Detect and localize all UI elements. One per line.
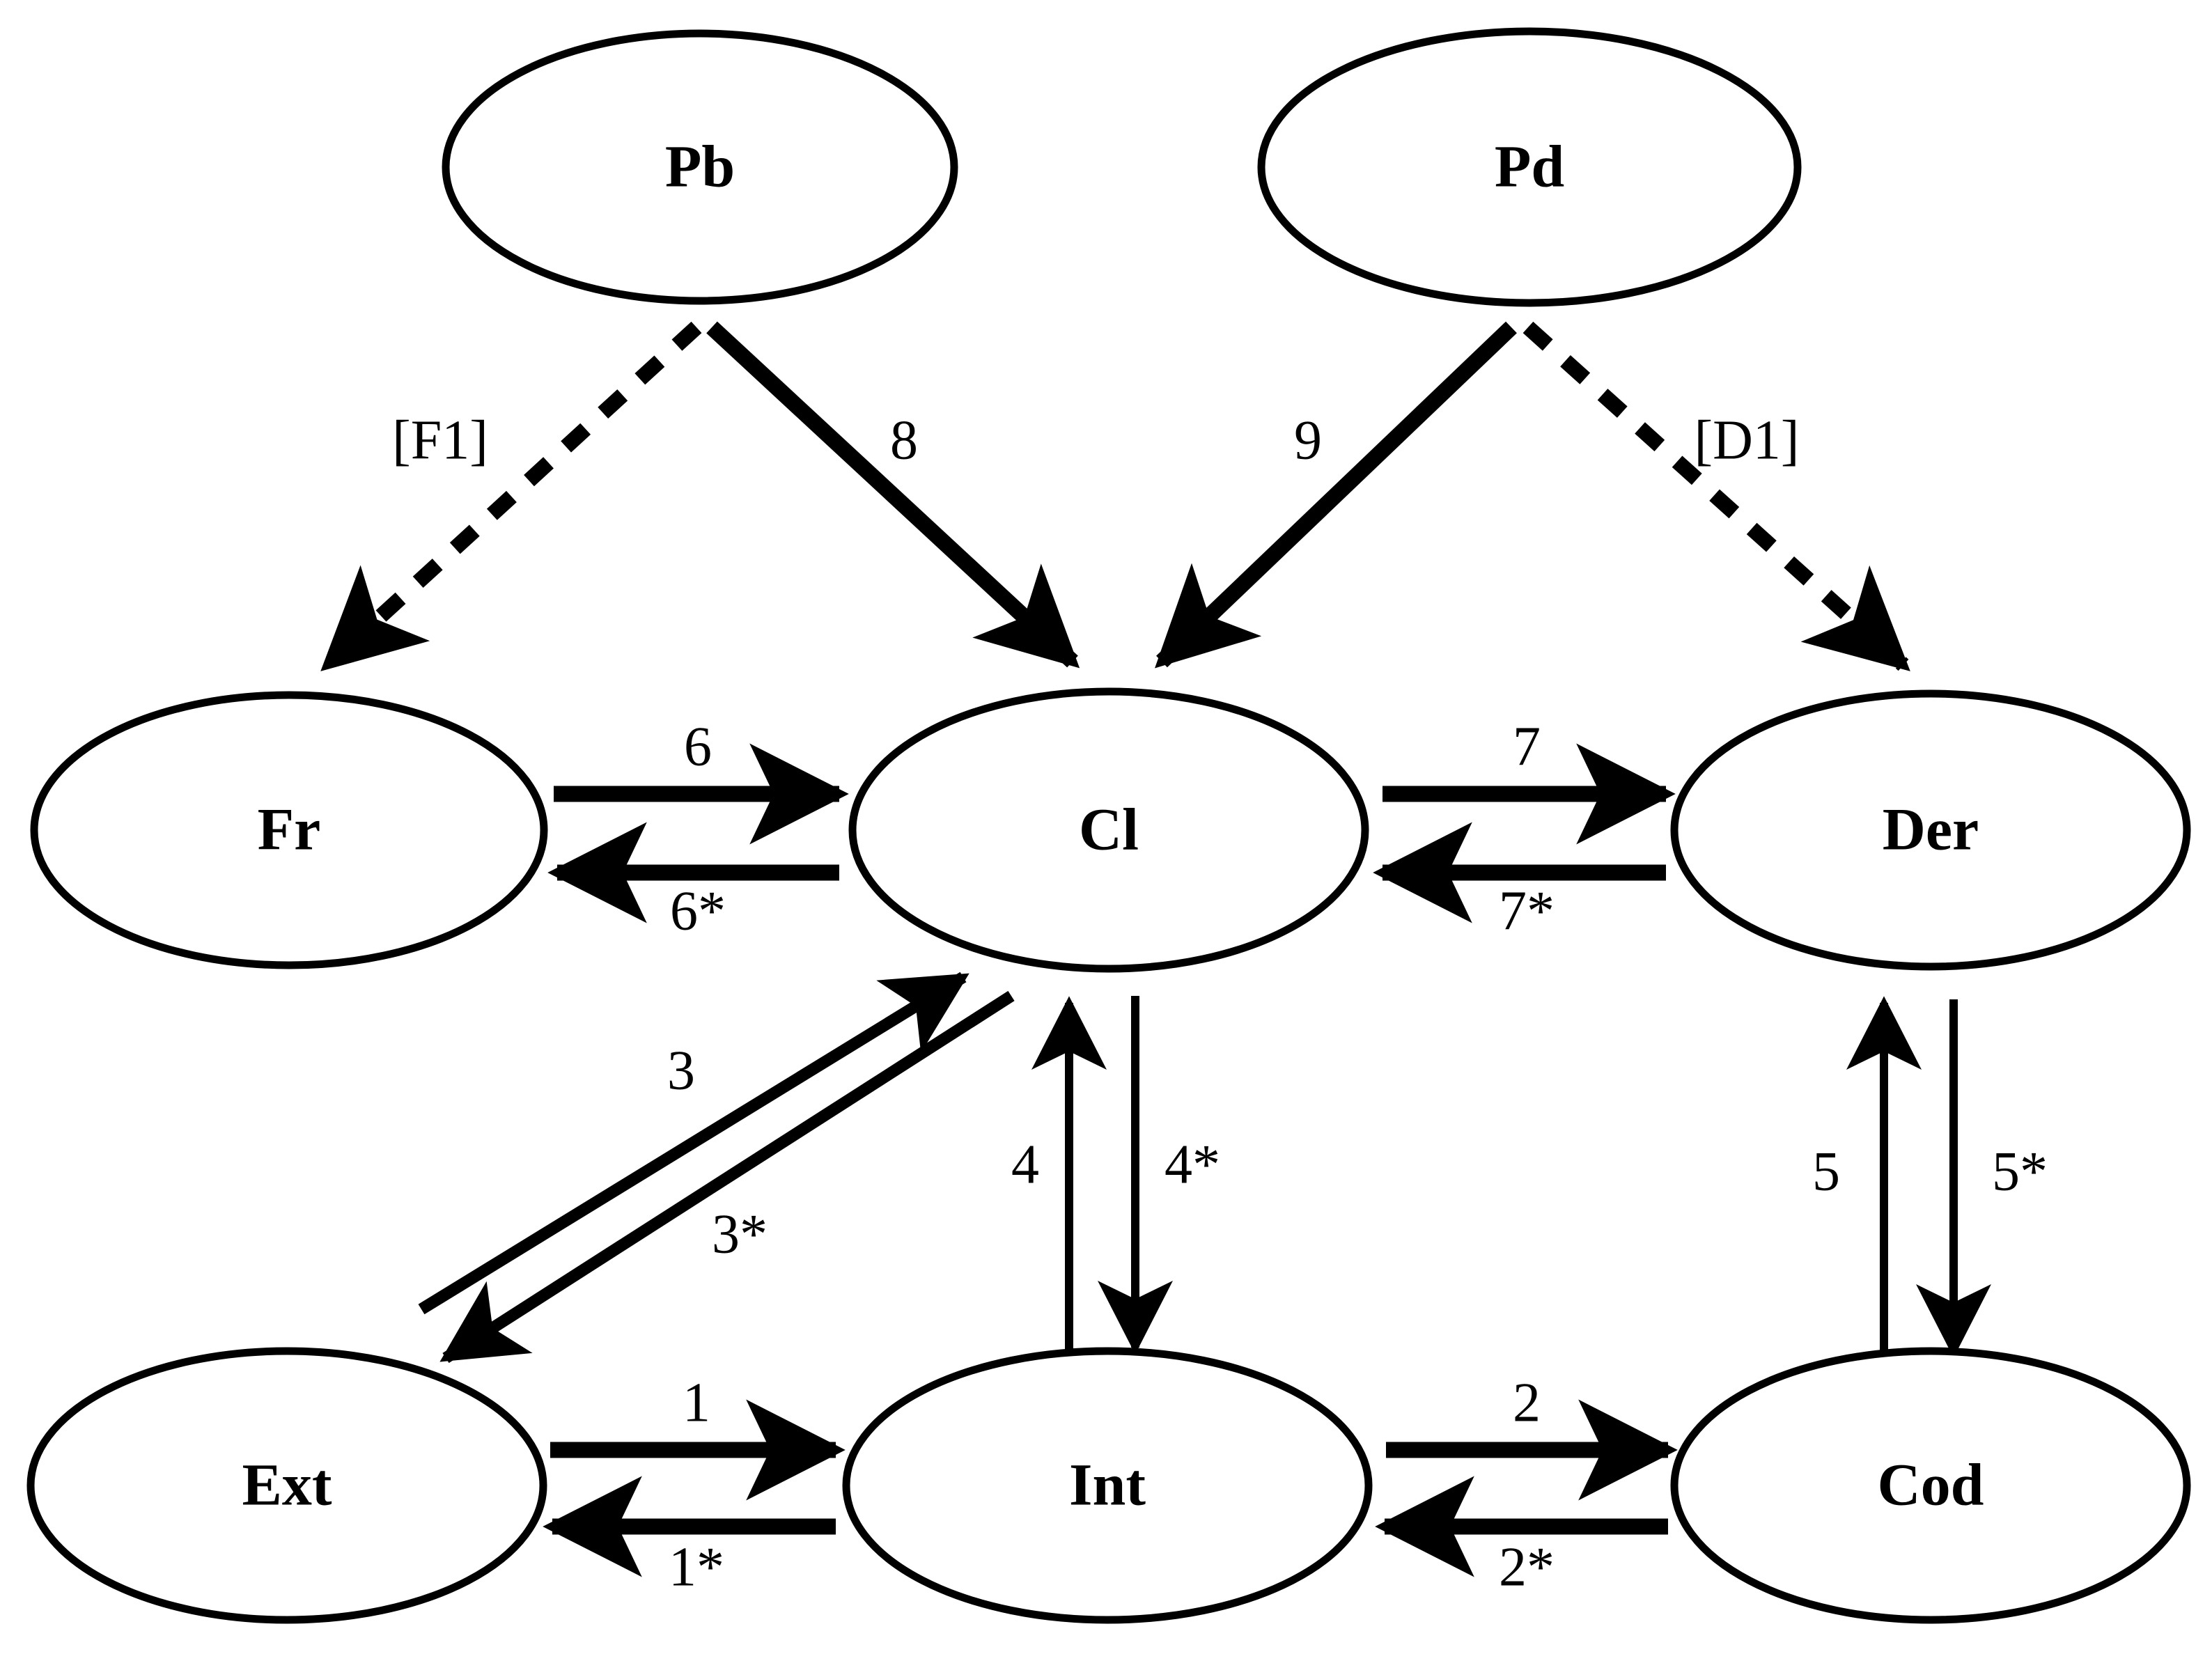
edge-int-cl-4: 4 [1011,996,1107,1351]
edge-label-2-star: 2* [1499,1536,1555,1598]
node-der[interactable]: Der [1670,689,2191,971]
edge-label-5: 5 [1812,1141,1840,1202]
node-shape[interactable] [842,1347,1373,1624]
edge-cl-der-7: 7 [1382,716,1676,845]
edge-label-6-star: 6* [670,880,726,942]
edge-ext-int-1: 1 [550,1372,846,1501]
node-shape[interactable] [442,29,958,305]
node-pb[interactable]: Pb [442,29,958,305]
edge-cl-ext-3star: 3* [439,990,1015,1364]
edge-label-3: 3 [667,1040,695,1101]
edge-label-4-star: 4* [1165,1134,1220,1195]
node-label-pb: Pb [665,133,735,200]
edge-pd-der-d1: [D1] [1522,321,1910,671]
edge-label-7: 7 [1513,716,1541,777]
node-shape[interactable] [30,691,548,969]
edge-line [439,990,1015,1364]
edge-label-9: 9 [1294,409,1322,471]
edge-int-cod-2: 2 [1386,1372,1678,1501]
node-label-fr: Fr [258,796,321,863]
node-cl[interactable]: Cl [848,687,1369,973]
edge-label-5-star: 5* [1992,1141,2048,1202]
node-fr[interactable]: Fr [30,691,548,969]
edge-label-6: 6 [684,716,712,777]
edge-ext-cl-3: 3 [418,972,969,1315]
node-label-ext: Ext [242,1451,332,1518]
edge-line [1155,321,1517,669]
node-label-der: Der [1883,796,1979,863]
edge-label-7-star: 7* [1499,880,1555,942]
node-cod[interactable]: Cod [1670,1347,2191,1624]
node-shape[interactable] [848,687,1369,973]
edge-label-f1: [F1] [392,409,488,471]
node-label-pd: Pd [1495,133,1564,200]
edge-cl-int-4star: 4* [1098,996,1220,1355]
edge-label-3-star: 3* [712,1203,768,1265]
edge-label-4: 4 [1011,1134,1039,1195]
node-label-cod: Cod [1878,1451,1984,1518]
node-shape[interactable] [1257,27,1802,307]
node-int[interactable]: Int [842,1347,1373,1624]
edge-line [418,972,969,1315]
edge-der-cl-7star: 7* [1373,822,1666,942]
edge-line [320,321,702,671]
edge-label-8: 8 [890,409,918,471]
edge-int-ext-1star: 1* [543,1476,836,1598]
edge-cod-der-5: 5 [1812,996,1922,1355]
edge-label-2: 2 [1513,1372,1541,1433]
edge-label-d1: [D1] [1694,409,1799,471]
node-ext[interactable]: Ext [26,1347,547,1624]
edge-pd-cl-9: 9 [1155,321,1517,669]
node-shape[interactable] [1670,1347,2191,1624]
edge-line [1522,321,1910,671]
edge-line [706,321,1080,669]
node-shape[interactable] [26,1347,547,1624]
edge-cod-int-2star: 2* [1375,1476,1668,1598]
edge-fr-cl-6: 6 [554,716,849,845]
node-label-cl: Cl [1079,796,1139,863]
edge-label-1-star: 1* [669,1536,724,1598]
edge-label-1: 1 [683,1372,710,1433]
edge-cl-fr-6star: 6* [547,822,839,942]
edge-pb-fr-f1: [F1] [320,321,702,671]
edge-pb-cl-8: 8 [706,321,1080,669]
node-pd[interactable]: Pd [1257,27,1802,307]
node-label-int: Int [1069,1451,1146,1518]
edge-der-cod-5star: 5* [1916,999,2048,1358]
node-shape[interactable] [1670,689,2191,971]
